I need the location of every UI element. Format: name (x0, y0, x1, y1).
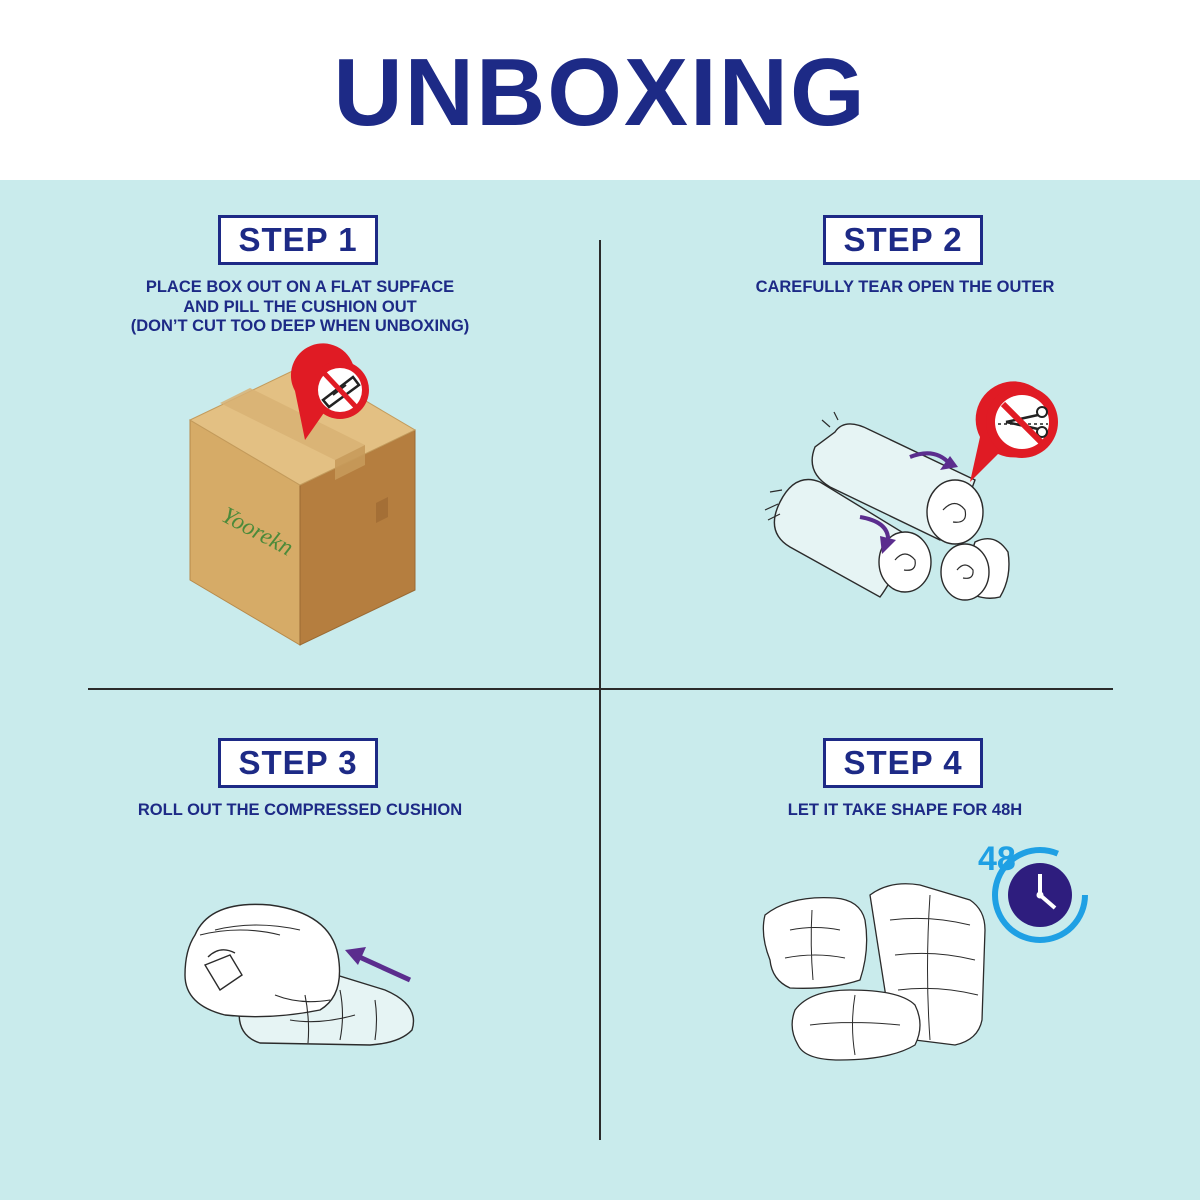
step-1-badge: STEP 1 (218, 215, 378, 265)
step-2-description: CAREFULLY TEAR OPEN THE OUTER (705, 278, 1105, 298)
unrolling-cushion-illustration (184, 903, 415, 1046)
step-4-line: LET IT TAKE SHAPE FOR 48H (787, 801, 1023, 819)
step-1-line: (DON’T CUT TOO DEEP WHEN UNBOXING) (130, 317, 470, 335)
timer-hours-label: 48 (978, 840, 1016, 878)
step-1-line: PLACE BOX OUT ON A FLAT SUPFACE (145, 278, 455, 296)
header: UNBOXING (0, 0, 1200, 180)
scissors-prohibited-icon (970, 381, 1058, 482)
step-1-description: PLACE BOX OUT ON A FLAT SUPFACE AND PILL… (100, 278, 500, 337)
cushions-shaped-illustration: 48 (762, 840, 1088, 1061)
step-3-badge: STEP 3 (218, 738, 378, 788)
horizontal-divider (88, 688, 1113, 690)
box-cutter-prohibited-icon (290, 343, 369, 440)
step-2-badge: STEP 2 (823, 215, 983, 265)
step-3-description: ROLL OUT THE COMPRESSED CUSHION (100, 801, 500, 821)
purple-arrow-icon (353, 952, 412, 983)
vertical-divider (599, 240, 601, 1140)
clock-icon: 48 (978, 840, 1088, 943)
step-4-badge: STEP 4 (823, 738, 983, 788)
cardboard-box-illustration: Yoorekn (188, 343, 417, 646)
step-1-line: AND PILL THE CUSHION OUT (183, 297, 417, 316)
step-3-line: ROLL OUT THE COMPRESSED CUSHION (137, 801, 463, 819)
rolled-cushions-illustration (764, 381, 1058, 601)
step-2-line: CAREFULLY TEAR OPEN THE OUTER (755, 278, 1055, 296)
step-4-description: LET IT TAKE SHAPE FOR 48H (705, 801, 1105, 821)
page-title: UNBOXING (333, 39, 867, 146)
